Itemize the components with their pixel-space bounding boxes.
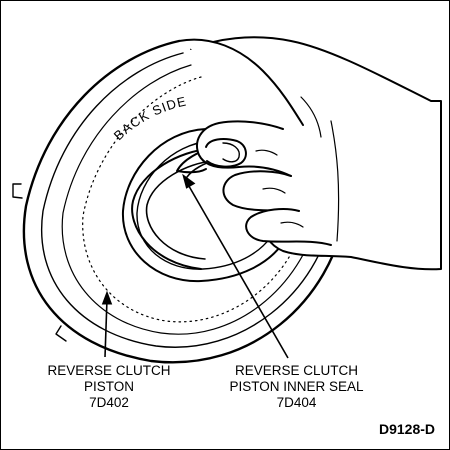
hand-ring-finger — [245, 208, 332, 246]
callout-reverse-clutch-piston-inner-seal: REVERSE CLUTCH PISTON INNER SEAL 7D404 — [209, 363, 384, 411]
thumb-crease — [300, 96, 322, 138]
piston-rim-step — [61, 64, 320, 335]
hand-fingernail — [222, 142, 240, 163]
callout-seal-line1: REVERSE CLUTCH — [234, 363, 359, 378]
leader-piston — [104, 298, 108, 358]
callout-piston-line1: REVERSE CLUTCH — [47, 363, 171, 378]
hand-middle-finger — [222, 170, 300, 212]
piston-tab-upper — [12, 183, 23, 199]
knuckle-line — [330, 120, 340, 242]
piston-outer-rim — [22, 39, 348, 364]
hand-thumb — [178, 38, 304, 126]
seal-loop-outer — [131, 148, 210, 270]
piston-bore-inner — [136, 140, 272, 270]
finger-crease-3 — [280, 221, 304, 228]
figure-id: D9128-D — [378, 421, 435, 437]
piston-bore-outer — [121, 128, 284, 283]
callout-reverse-clutch-piston: REVERSE CLUTCH PISTON 7D402 — [29, 363, 189, 411]
finger-crease-1 — [255, 149, 278, 156]
piston-tab-lower — [55, 325, 67, 342]
seal-loop-inner — [145, 160, 214, 260]
leader-seal — [185, 180, 289, 359]
callout-seal-part-number: 7D404 — [276, 395, 317, 410]
callout-piston-line2: PISTON — [83, 379, 134, 394]
hand — [178, 36, 442, 271]
piston-dotted-ring — [82, 76, 307, 323]
leader-piston-arrowhead — [101, 290, 113, 305]
leader-lines — [101, 173, 289, 359]
reverse-clutch-piston-inner-seal — [131, 148, 214, 270]
piston-outer-rim-inner — [41, 52, 334, 348]
leader-seal-arrowhead — [182, 173, 196, 189]
callout-seal-line2: PISTON INNER SEAL — [229, 379, 364, 394]
callout-piston-part-number: 7D402 — [89, 395, 129, 410]
finger-crease-2 — [262, 187, 286, 194]
reverse-clutch-piston — [12, 39, 348, 364]
